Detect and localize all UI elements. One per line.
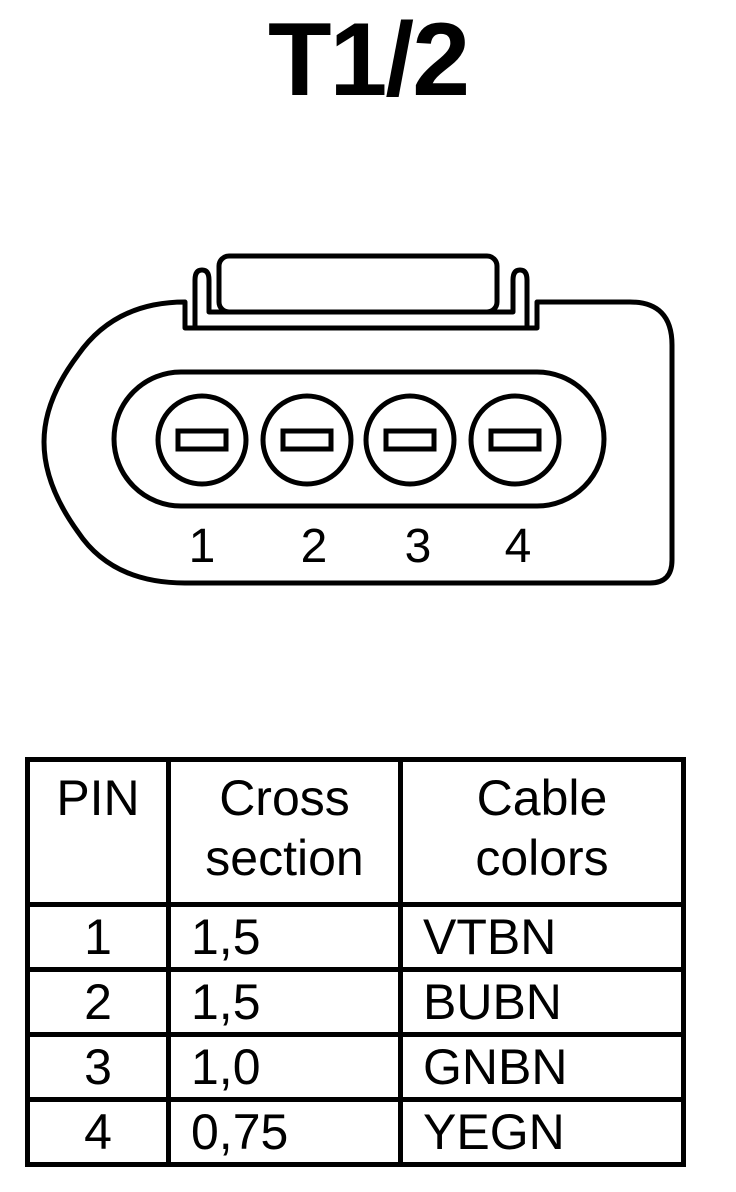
row-pin: 4 (25, 1097, 171, 1167)
pin-label-3: 3 (405, 520, 432, 573)
row-cross-section: 1,5 (166, 967, 403, 1037)
header-pin: PIN (25, 757, 171, 907)
table-row: 2 1,5 BUBN (25, 967, 686, 1037)
header-cross-section-line-1: Cross (219, 770, 350, 826)
connector-latch-tab (216, 253, 500, 315)
pin-3 (363, 393, 457, 487)
pin-1 (155, 393, 249, 487)
row-cable-colors: BUBN (398, 967, 686, 1037)
header-cross-section-line-2: section (205, 830, 364, 886)
header-cable-colors-line-2: colors (475, 830, 609, 886)
header-cable-colors: Cable colors (398, 757, 686, 907)
table-row: 1 1,5 VTBN (25, 902, 686, 972)
pin-label-2: 2 (301, 520, 328, 573)
pin-4 (468, 393, 562, 487)
row-cable-colors: YEGN (398, 1097, 686, 1167)
pin-cavity (111, 369, 607, 509)
row-cable-colors: VTBN (398, 902, 686, 972)
row-cable-colors: GNBN (398, 1032, 686, 1102)
connector-diagram: 1 2 3 4 (41, 253, 675, 586)
table-row: 3 1,0 GNBN (25, 1032, 686, 1102)
connector-title: T1/2 (267, 2, 470, 118)
row-cross-section: 0,75 (166, 1097, 403, 1167)
pin-2 (260, 393, 354, 487)
pin-label-1: 1 (189, 520, 216, 573)
row-pin: 1 (25, 902, 171, 972)
header-pin-line-1: PIN (56, 770, 140, 826)
row-cross-section: 1,5 (166, 902, 403, 972)
table-row: 4 0,75 YEGN (25, 1097, 686, 1167)
row-cross-section: 1,0 (166, 1032, 403, 1102)
pin-table: PIN Cross section Cable colors 1 1,5 VTB… (25, 757, 686, 1167)
connector-housing (41, 299, 675, 586)
pin-label-4: 4 (505, 520, 532, 573)
connector-latch (192, 267, 530, 328)
row-pin: 2 (25, 967, 171, 1037)
table-header-row: PIN Cross section Cable colors (25, 757, 686, 907)
header-cable-colors-line-1: Cable (476, 770, 608, 826)
row-pin: 3 (25, 1032, 171, 1102)
header-cross-section: Cross section (166, 757, 403, 907)
